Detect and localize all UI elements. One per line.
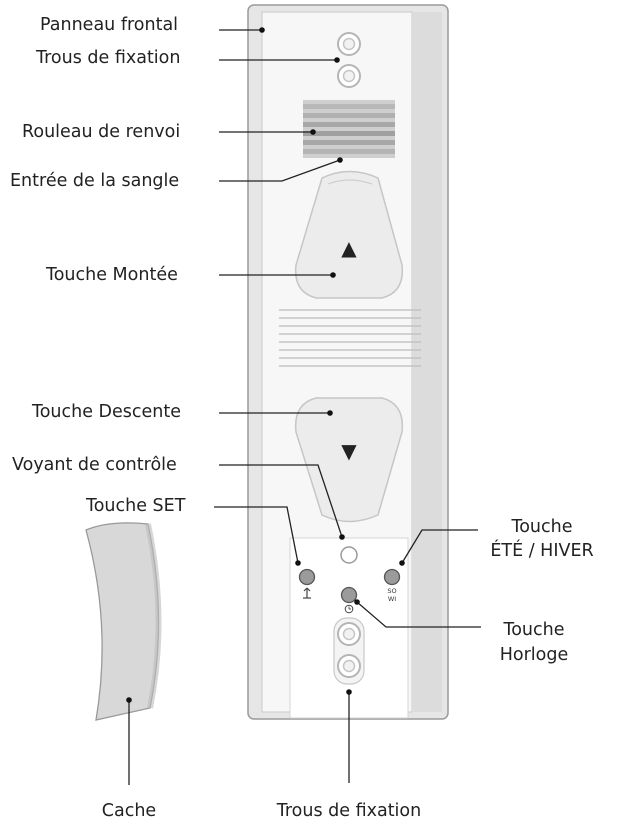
leader-lines bbox=[128, 29, 481, 785]
label-up-key: Touche Montée bbox=[46, 265, 178, 285]
down-arrow-icon: ▼ bbox=[341, 439, 357, 463]
label-cover: Cache bbox=[101, 801, 157, 821]
housing-side-shade bbox=[412, 12, 442, 712]
label-front-panel: Panneau frontal bbox=[40, 15, 179, 35]
leader-dots bbox=[126, 27, 405, 703]
label-down-key: Touche Descente bbox=[32, 402, 182, 422]
middle-grille bbox=[279, 309, 421, 367]
label-summer-winter-key-line1: Touche bbox=[511, 517, 573, 537]
label-guide-roller: Rouleau de renvoi bbox=[22, 122, 181, 142]
set-key-symbol-icon bbox=[303, 587, 311, 599]
cover-piece bbox=[85, 522, 160, 721]
set-key[interactable] bbox=[298, 568, 316, 586]
summer-winter-mark-line1: SO bbox=[387, 587, 396, 595]
fixing-holes-top bbox=[337, 32, 361, 88]
label-set-key: Touche SET bbox=[86, 496, 186, 516]
label-clock-key-line2: Horloge bbox=[499, 645, 569, 665]
clock-icon bbox=[344, 604, 354, 614]
label-summer-winter-key-line2: ÉTÉ / HIVER bbox=[490, 541, 594, 561]
label-clock-key-line1: Touche bbox=[503, 620, 565, 640]
control-led bbox=[340, 546, 358, 564]
up-arrow-icon: ▲ bbox=[341, 236, 357, 260]
summer-winter-key[interactable] bbox=[383, 568, 401, 586]
label-fixing-holes-bottom: Trous de fixation bbox=[276, 801, 422, 821]
down-key[interactable] bbox=[294, 397, 404, 523]
fixing-holes-bottom bbox=[333, 617, 365, 685]
label-control-led: Voyant de contrôle bbox=[12, 455, 177, 475]
label-fixing-holes-top: Trous de fixation bbox=[36, 48, 181, 68]
label-strap-entry: Entrée de la sangle bbox=[10, 171, 180, 191]
guide-roller bbox=[303, 100, 395, 158]
up-key[interactable] bbox=[294, 170, 404, 299]
clock-key[interactable] bbox=[340, 586, 358, 604]
summer-winter-mark-line2: WI bbox=[388, 595, 396, 603]
